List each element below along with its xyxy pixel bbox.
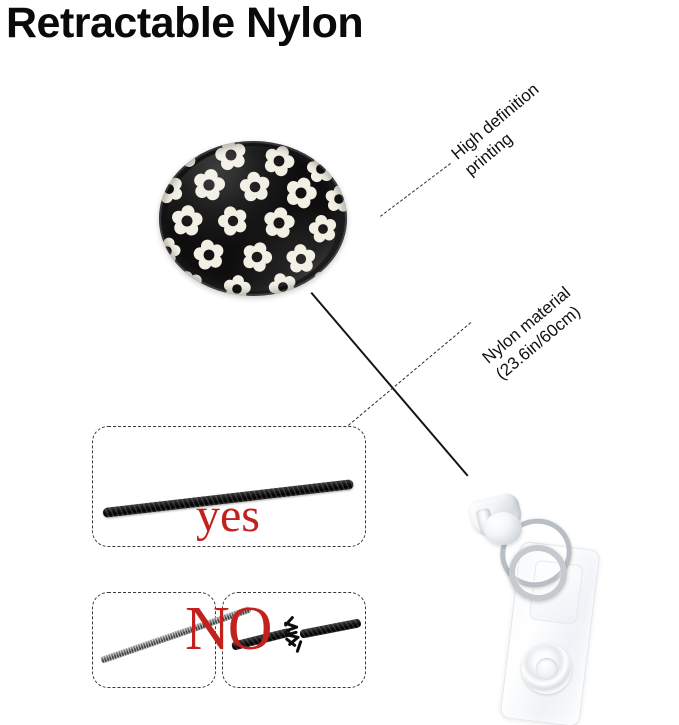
callout-nylon-material: Nylon material (23.6in/60cm)	[478, 282, 588, 384]
verdict-yes-label: yes	[196, 489, 260, 542]
badge-strap-clip-assembly	[462, 483, 622, 725]
badge-reel-disc	[159, 141, 347, 296]
snap-button	[518, 641, 575, 697]
comparison-box-no-left	[92, 592, 216, 688]
verdict-no-label: NO	[185, 595, 273, 663]
callout-high-definition-printing: High definition printing	[447, 79, 557, 180]
snap-button-core	[534, 656, 559, 682]
comparison-box-yes	[92, 426, 366, 547]
comparison-box-no-right	[222, 592, 366, 688]
connector-bulb	[484, 512, 522, 545]
leader-line-high-definition-printing	[380, 163, 451, 217]
daisy-flower-pattern	[159, 141, 347, 296]
page-title: Retractable Nylon	[6, 0, 364, 47]
